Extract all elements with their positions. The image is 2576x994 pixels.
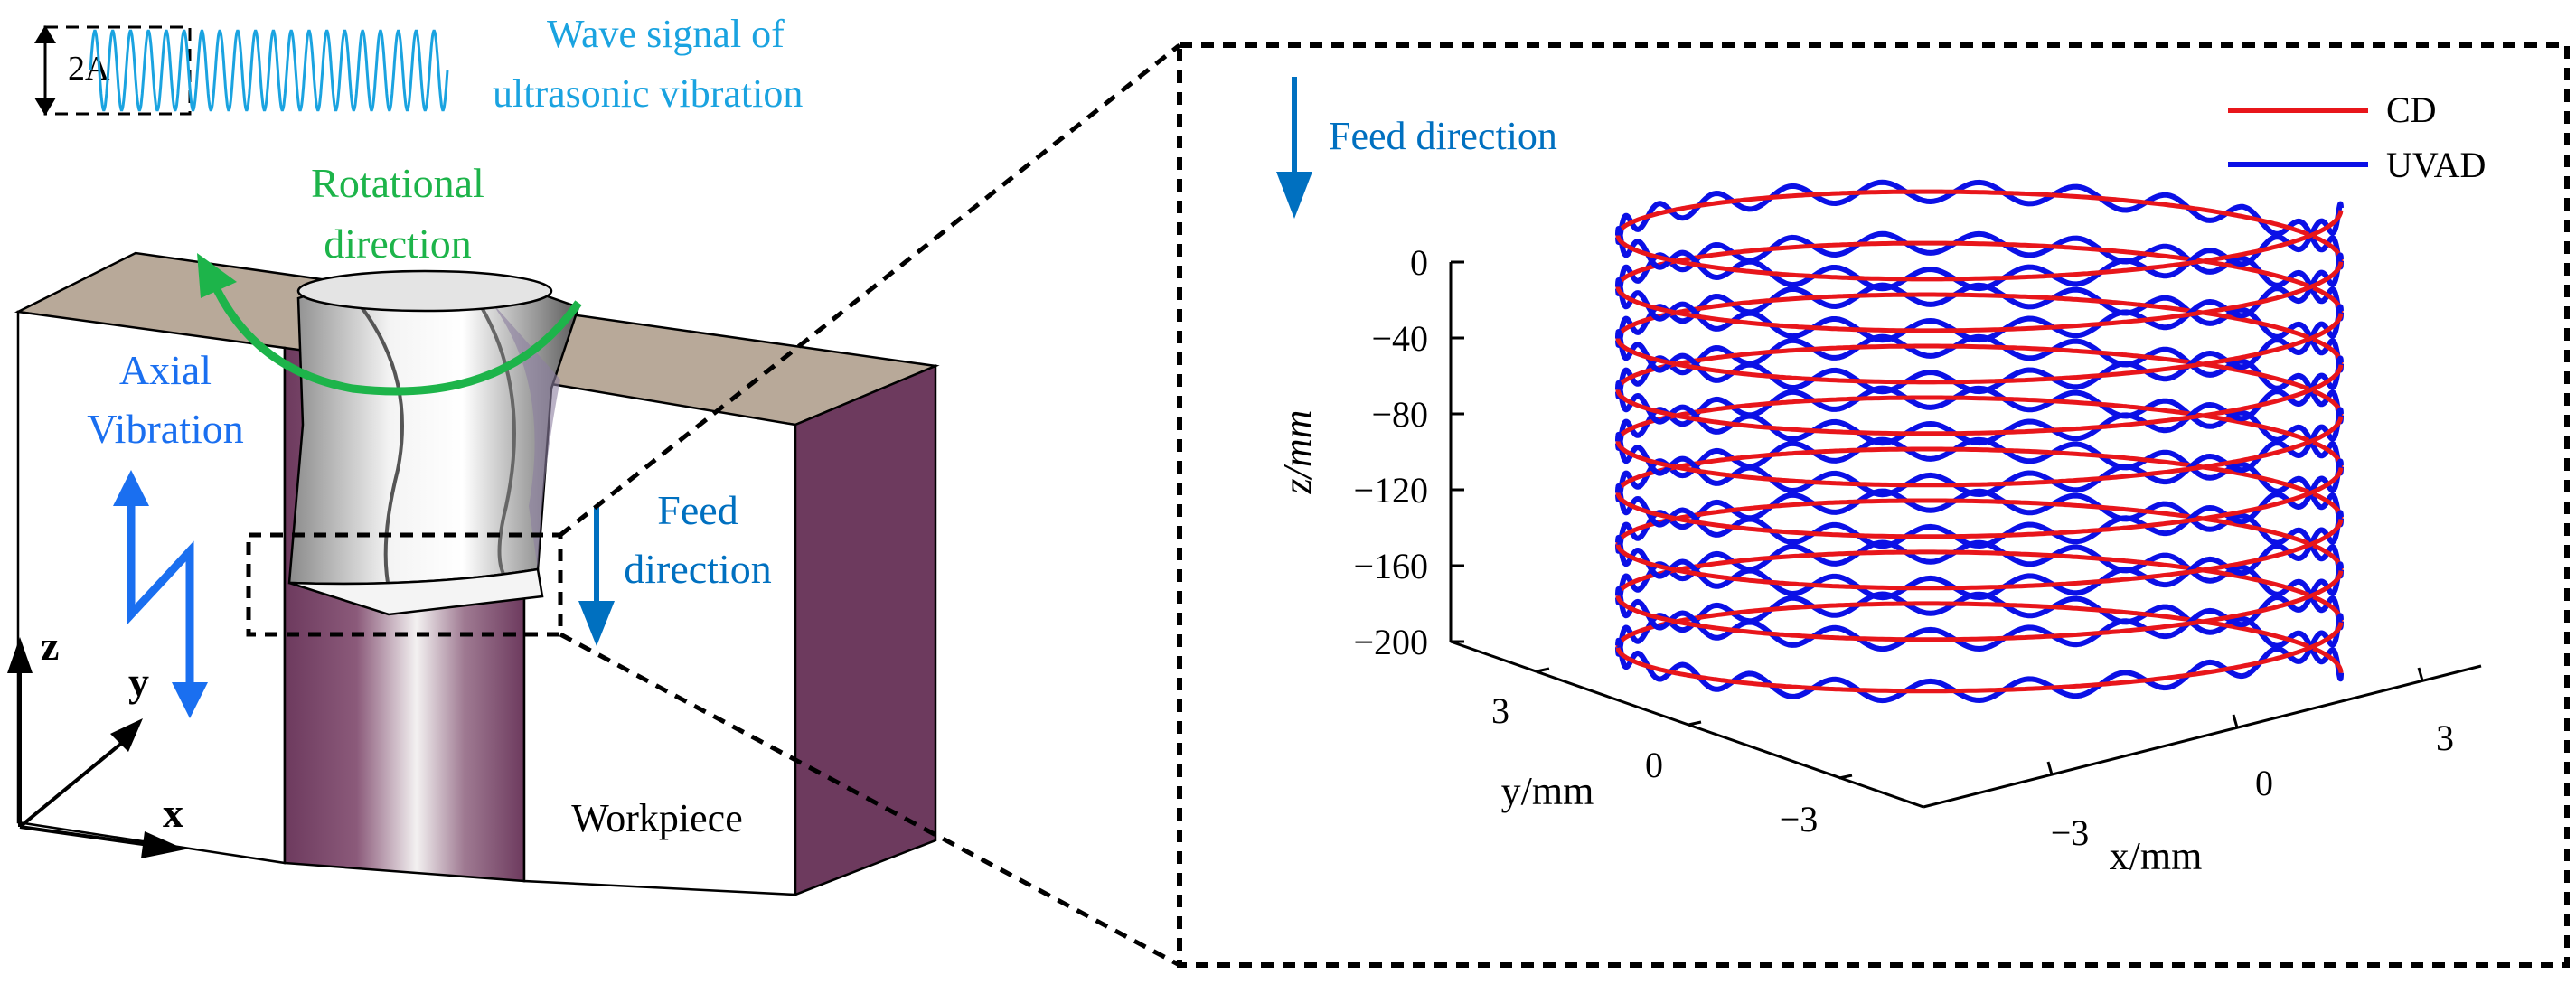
y-tick-mark: [1838, 774, 1853, 780]
wave-signal-group: 2A Wave signal of ultrasonic vibration: [34, 12, 803, 116]
uvad-series-line: [1615, 179, 2344, 270]
axial-arrow-head-down: [172, 682, 208, 718]
cd-series-line: [1615, 362, 2344, 436]
x-tick-label: 0: [2255, 763, 2273, 803]
legend-uvad-label: UVAD: [2386, 145, 2486, 185]
z-tick-label: −40: [1371, 318, 1428, 359]
uvad-series-line: [1615, 613, 2344, 704]
feed-arrow-head: [578, 601, 615, 646]
wave-caption-line1: Wave signal of: [547, 12, 785, 56]
x-tick-label: 3: [2436, 717, 2454, 758]
uvad-series-line: [1615, 355, 2344, 446]
cutting-tool: [287, 269, 580, 616]
plot-axes: [1449, 262, 2482, 809]
tool-top: [296, 269, 553, 313]
uvad-series-line: [1615, 561, 2344, 652]
chart-legend: CD UVAD: [2228, 89, 2486, 185]
tool-flute-1: [360, 305, 404, 588]
y-tick-mark: [1688, 720, 1702, 727]
y-axis-title: y/mm: [1501, 769, 1594, 813]
zoom-panel-border: [1177, 42, 2570, 968]
rotation-arrow-head: [197, 253, 237, 298]
feed-label-line1: Feed: [657, 487, 738, 533]
z-tick-label: 0: [1410, 242, 1428, 283]
z-axis-label: z: [41, 623, 59, 669]
cd-series-line: [1615, 189, 2344, 263]
x-axis-label: x: [163, 790, 183, 836]
x-axis-head: [141, 831, 185, 858]
uvad-series-line: [1615, 201, 2344, 292]
helix-front-layer: [1615, 201, 2344, 704]
uvad-series-line: [1615, 510, 2344, 601]
workpiece-label: Workpiece: [571, 796, 742, 840]
rotation-indicator: Rotational direction: [197, 160, 582, 396]
x-tick-mark: [2232, 714, 2239, 728]
uvad-series-line: [1615, 304, 2344, 395]
y-tick-label: 3: [1491, 690, 1509, 731]
z-axis-head: [7, 637, 33, 673]
y-tick-label: −3: [1780, 799, 1819, 839]
tool-tip-face: [288, 567, 544, 616]
plot-feed-arrow-head: [1276, 172, 1312, 219]
uvad-series-line: [1615, 458, 2344, 549]
legend-cd-label: CD: [2386, 89, 2437, 130]
z-tick-label: −120: [1353, 470, 1428, 511]
amplitude-arrow-head-top: [34, 25, 56, 43]
uvad-series-line: [1615, 407, 2344, 498]
y-tick-label: 0: [1645, 745, 1663, 785]
cd-series-line: [1615, 568, 2344, 642]
x-axis: [1923, 664, 2482, 809]
x-axis-title: x/mm: [2110, 834, 2203, 878]
z-tick-label: −200: [1353, 622, 1428, 662]
cd-series-line: [1615, 260, 2344, 333]
axial-arrow-head-up: [113, 470, 149, 506]
y-axis-label: y: [128, 659, 149, 705]
cd-series-line: [1615, 414, 2344, 488]
z-axis-title: z/mm: [1275, 410, 1320, 495]
axial-vibration-arrow: [127, 506, 194, 687]
y-axis: [1450, 640, 1924, 809]
y-tick-mark: [1536, 667, 1550, 673]
y-axis-head: [110, 718, 143, 752]
zoom-connector-top: [559, 43, 1181, 537]
cd-series-line: [1615, 620, 2344, 694]
z-tick-label: −80: [1371, 394, 1428, 435]
cd-series-line: [1615, 311, 2344, 385]
cd-series-line: [1615, 209, 2344, 282]
z-tick-label: −160: [1353, 546, 1428, 586]
rotational-label-line1: Rotational: [311, 160, 484, 206]
cd-series-line: [1615, 517, 2344, 591]
tool-flute-shade: [488, 298, 560, 569]
zoom-region-box: [246, 532, 563, 637]
axial-label-line1: Axial: [119, 347, 212, 393]
x-tick-mark: [2046, 761, 2054, 775]
x-axis-line: [19, 825, 150, 847]
wave-caption-line2: ultrasonic vibration: [493, 71, 803, 116]
rotation-arrow: [208, 278, 582, 396]
uvad-series-line: [1615, 252, 2344, 343]
axial-vibration-indicator: Axial Vibration: [87, 347, 244, 718]
y-axis-line: [18, 741, 124, 829]
x-tick-label: −3: [2051, 812, 2090, 853]
coordinate-axes: z y x: [7, 623, 185, 858]
zoom-connector-bottom: [559, 632, 1181, 968]
ultrasonic-wave-signal: [89, 29, 449, 112]
workpiece-side-face: [794, 364, 937, 896]
axial-label-line2: Vibration: [87, 406, 244, 452]
plot-ticks: 0 −40 −80 −120 −160 −200 3 0 −3 −3 0 3: [1353, 242, 2454, 853]
plot-feed-direction: Feed direction: [1276, 77, 1557, 219]
feed-label-line2: direction: [624, 546, 772, 592]
amplitude-arrow-head-bottom: [34, 98, 56, 116]
amplitude-label: 2A: [68, 50, 110, 88]
cd-series-line: [1615, 465, 2344, 539]
x-tick-mark: [2417, 667, 2424, 681]
plot-feed-label: Feed direction: [1329, 114, 1557, 158]
tool-flute-2: [468, 287, 516, 580]
feed-direction-indicator: Feed direction: [578, 487, 772, 646]
rotational-label-line2: direction: [324, 220, 472, 267]
